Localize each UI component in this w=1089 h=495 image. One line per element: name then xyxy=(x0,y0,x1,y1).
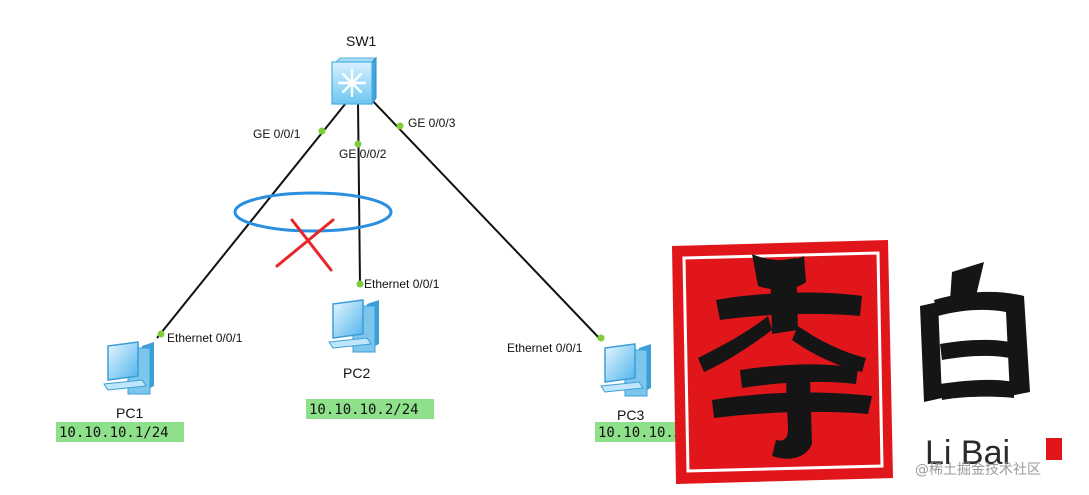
port-dot-pc1 xyxy=(157,330,165,338)
link-sw1-pc3[interactable] xyxy=(367,95,602,341)
pc3-port-label: Ethernet 0/0/1 xyxy=(507,341,583,355)
link-sw1-pc1[interactable] xyxy=(156,97,351,339)
isolation-ellipse xyxy=(233,191,393,233)
switch-sw1-icon[interactable] xyxy=(331,56,378,106)
pc1-name: PC1 xyxy=(116,405,143,421)
port-dot-pc2 xyxy=(356,280,364,288)
pc1-icon[interactable] xyxy=(103,341,154,395)
libai-bai-character xyxy=(920,262,1030,402)
port-label-ge001: GE 0/0/1 xyxy=(253,127,301,141)
pc1-ip-bg xyxy=(56,422,184,442)
port-dot-ge001 xyxy=(318,127,326,135)
pc2-icon[interactable] xyxy=(328,299,379,353)
port-label-ge003: GE 0/0/3 xyxy=(408,116,456,130)
libai-logo-text: Li Bai xyxy=(925,434,1010,472)
watermark-text: @稀土掘金技术社区 xyxy=(915,462,1041,478)
pc3-icon[interactable] xyxy=(600,343,651,397)
pc3-name: PC3 xyxy=(617,407,644,423)
pc2-name: PC2 xyxy=(343,365,370,381)
link-sw1-pc2[interactable] xyxy=(357,101,361,285)
libai-red-square-icon xyxy=(1046,438,1062,460)
port-label-ge002: GE 0/0/2 xyxy=(339,147,387,161)
blocked-x-icon xyxy=(275,218,335,272)
pc2-port-label: Ethernet 0/0/1 xyxy=(364,277,440,291)
pc1-port-label: Ethernet 0/0/1 xyxy=(167,331,243,345)
libai-seal-logo xyxy=(672,240,893,484)
port-dot-pc3 xyxy=(597,334,605,342)
port-dot-ge003 xyxy=(396,122,404,130)
port-dot-ge002 xyxy=(354,140,362,148)
switch-name: SW1 xyxy=(346,33,377,49)
pc2-ip: 10.10.10.2/24 xyxy=(309,402,419,418)
pc2-ip-bg xyxy=(306,399,434,419)
pc1-ip: 10.10.10.1/24 xyxy=(59,425,169,441)
